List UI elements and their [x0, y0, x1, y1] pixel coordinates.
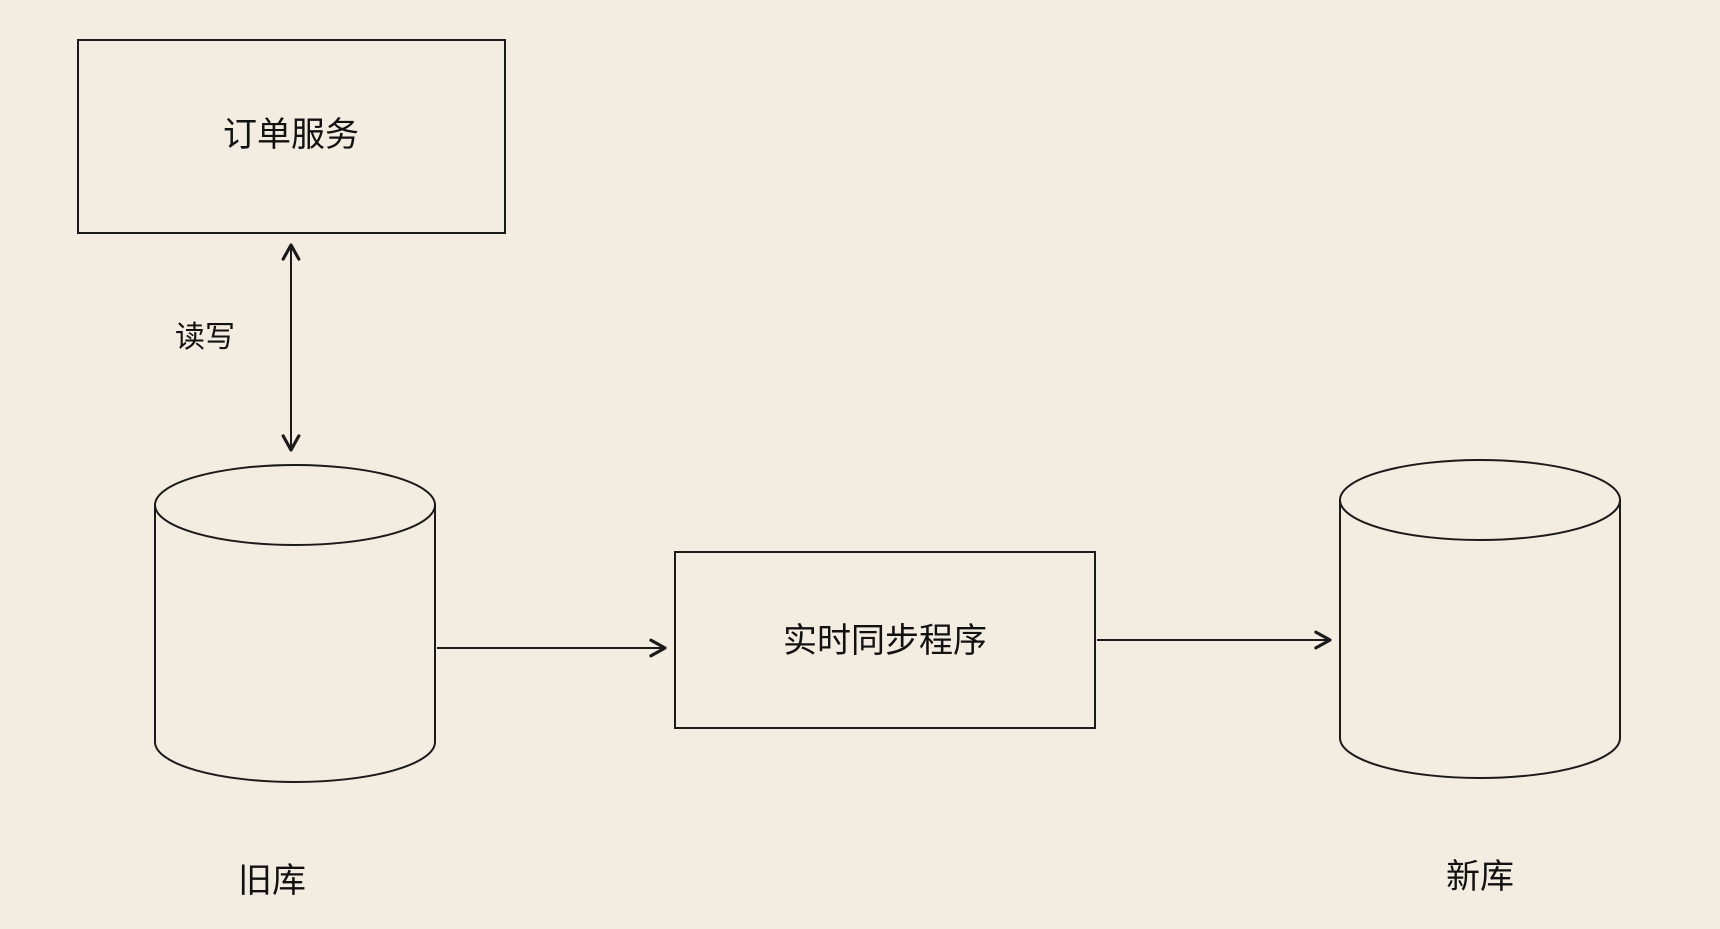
node-old-db: 旧库 — [154, 464, 436, 900]
node-new-db: 新库 — [1339, 459, 1621, 896]
new-db-label: 新库 — [1446, 858, 1514, 896]
node-order-service: 订单服务 — [77, 39, 506, 234]
old-db-label: 旧库 — [238, 862, 306, 900]
order-service-box — [77, 39, 506, 234]
old-db-cylinder-top — [154, 464, 436, 546]
read-write-label: 读写 — [175, 321, 235, 354]
old-db-cylinder-body — [154, 505, 436, 783]
sync-program-label: 实时同步程序 — [783, 622, 987, 660]
order-service-label: 订单服务 — [223, 116, 359, 154]
node-sync-program: 实时同步程序 — [674, 551, 1096, 729]
new-db-cylinder-top — [1339, 459, 1621, 541]
sync-program-box — [674, 551, 1096, 729]
new-db-cylinder-body — [1339, 500, 1621, 779]
edge-read-write: 读写 — [175, 243, 301, 452]
